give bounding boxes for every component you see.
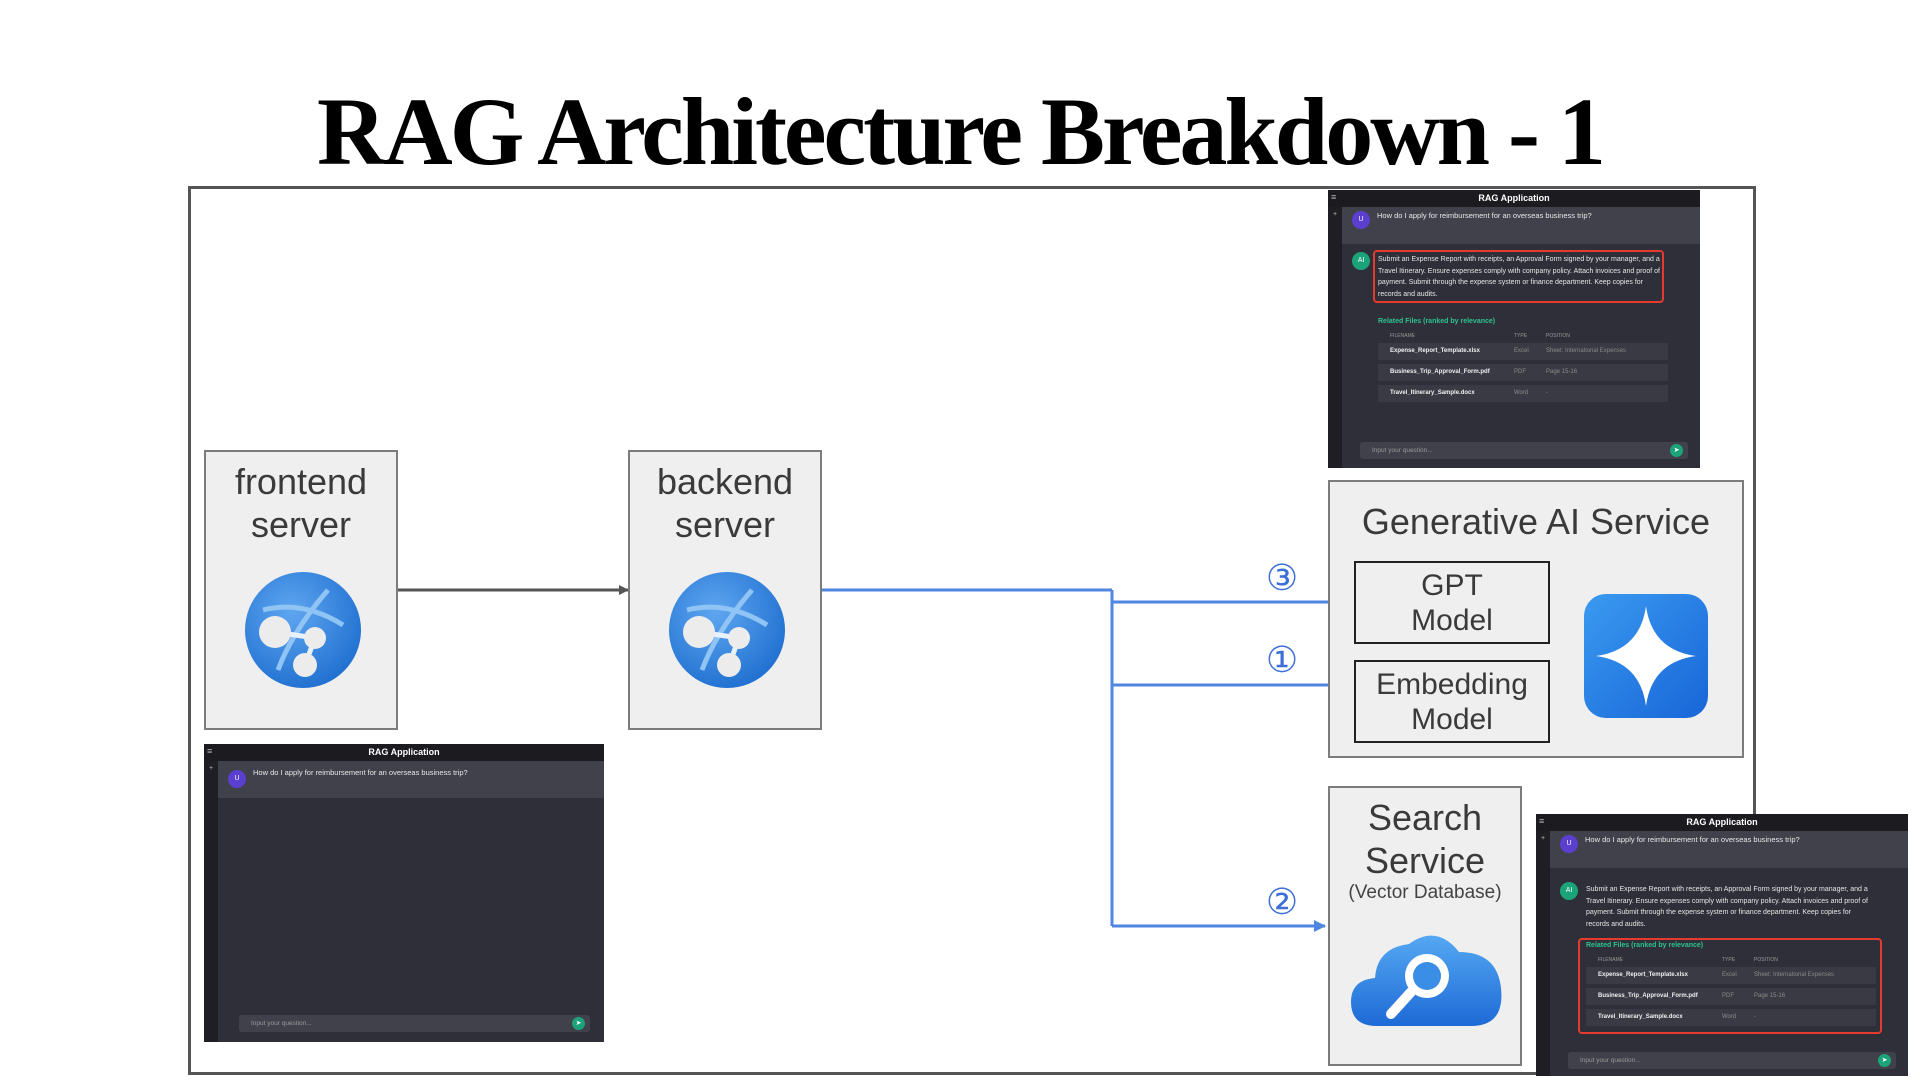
user-avatar: U [228,770,246,788]
ai-answer-text: Submit an Expense Report with receipts, … [1378,256,1660,298]
question-input[interactable]: Input your question... ➤ [239,1015,590,1032]
related-files-title: Related Files (ranked by relevance) [1586,942,1704,949]
app-title-bar: RAG Application [1536,814,1908,831]
user-question-row: U How do I apply for reimbursement for a… [218,761,604,798]
vector-db-label: (Vector Database) [1348,882,1502,903]
question-input[interactable]: Input your question... ➤ [1360,442,1688,459]
user-avatar: U [1560,835,1578,853]
backend-label: backend server [656,461,794,545]
step-1-label: ① [1265,639,1299,680]
table-row[interactable]: Travel_Itinerary_Sample.docx Word - [1586,1009,1876,1026]
rag-app-screenshot-files: RAG Application ≡ + U How do I apply for… [1536,814,1908,1076]
question-text: How do I apply for reimbursement for an … [1585,835,1800,844]
plus-icon[interactable]: + [1540,835,1546,842]
plus-icon[interactable]: + [1332,211,1338,218]
app-sidebar: + [1536,831,1550,1076]
sparkle-ai-icon [1584,594,1708,718]
web-app-icon [669,572,785,688]
genai-label: Generative AI Service [1361,501,1711,542]
related-files-table: FILENAME TYPE POSITION Expense_Report_Te… [1586,954,1876,1026]
ai-avatar: AI [1560,882,1578,900]
answer-highlight-box [1373,250,1664,303]
app-sidebar: + [1328,207,1342,468]
table-row[interactable]: Travel_Itinerary_Sample.docx Word - [1378,385,1668,402]
app-title-bar: RAG Application [1328,190,1700,207]
backend-server-node: backend server [628,450,822,730]
frontend-label: frontend server [234,461,368,545]
related-files-title: Related Files (ranked by relevance) [1378,318,1496,325]
menu-icon[interactable]: ≡ [207,746,213,756]
send-icon[interactable]: ➤ [1878,1054,1891,1067]
app-sidebar: + [204,761,218,1042]
genai-service-node: Generative AI Service GPT Model Embeddin… [1328,480,1744,758]
app-title-bar: RAG Application [204,744,604,761]
search-label: Search Service [1364,797,1486,881]
web-app-icon [245,572,361,688]
question-input[interactable]: Input your question... ➤ [1568,1052,1896,1069]
send-icon[interactable]: ➤ [1670,444,1683,457]
step-3-label: ③ [1265,557,1299,598]
gpt-model-box: GPT Model [1354,561,1550,644]
user-question-row: U How do I apply for reimbursement for a… [1550,831,1908,868]
ai-avatar: AI [1352,252,1370,270]
ai-answer-text: Submit an Expense Report with receipts, … [1586,886,1868,928]
question-text: How do I apply for reimbursement for an … [253,768,468,777]
rag-app-screenshot-answer: RAG Application ≡ + U How do I apply for… [1328,190,1700,468]
menu-icon[interactable]: ≡ [1539,816,1545,826]
search-service-node: Search Service (Vector Database) [1328,786,1522,1066]
table-row[interactable]: Expense_Report_Template.xlsx Excel Sheet… [1586,967,1876,984]
send-icon[interactable]: ➤ [572,1017,585,1030]
table-row[interactable]: Business_Trip_Approval_Form.pdf PDF Page… [1378,364,1668,381]
table-row[interactable]: Expense_Report_Template.xlsx Excel Sheet… [1378,343,1668,360]
diagram-frame [188,186,1756,1075]
files-highlight-box [1578,938,1882,1034]
page-title: RAG Architecture Breakdown - 1 [317,78,1606,185]
user-question-row: U How do I apply for reimbursement for a… [1342,207,1700,244]
embedding-model-box: Embedding Model [1354,660,1550,743]
menu-icon[interactable]: ≡ [1331,192,1337,202]
table-header: FILENAME TYPE POSITION [1598,957,1778,963]
rag-app-screenshot-empty: RAG Application + ≡ U How do I apply for… [204,744,604,1042]
table-row[interactable]: Business_Trip_Approval_Form.pdf PDF Page… [1586,988,1876,1005]
step-2-label: ② [1265,881,1299,922]
cloud-search-icon [1351,935,1502,1026]
user-avatar: U [1352,211,1370,229]
table-header: FILENAME TYPE POSITION [1390,333,1570,339]
related-files-table: FILENAME TYPE POSITION Expense_Report_Te… [1378,330,1668,402]
question-text: How do I apply for reimbursement for an … [1377,211,1592,220]
frontend-server-node: frontend server [204,450,398,730]
plus-icon[interactable]: + [208,765,214,772]
